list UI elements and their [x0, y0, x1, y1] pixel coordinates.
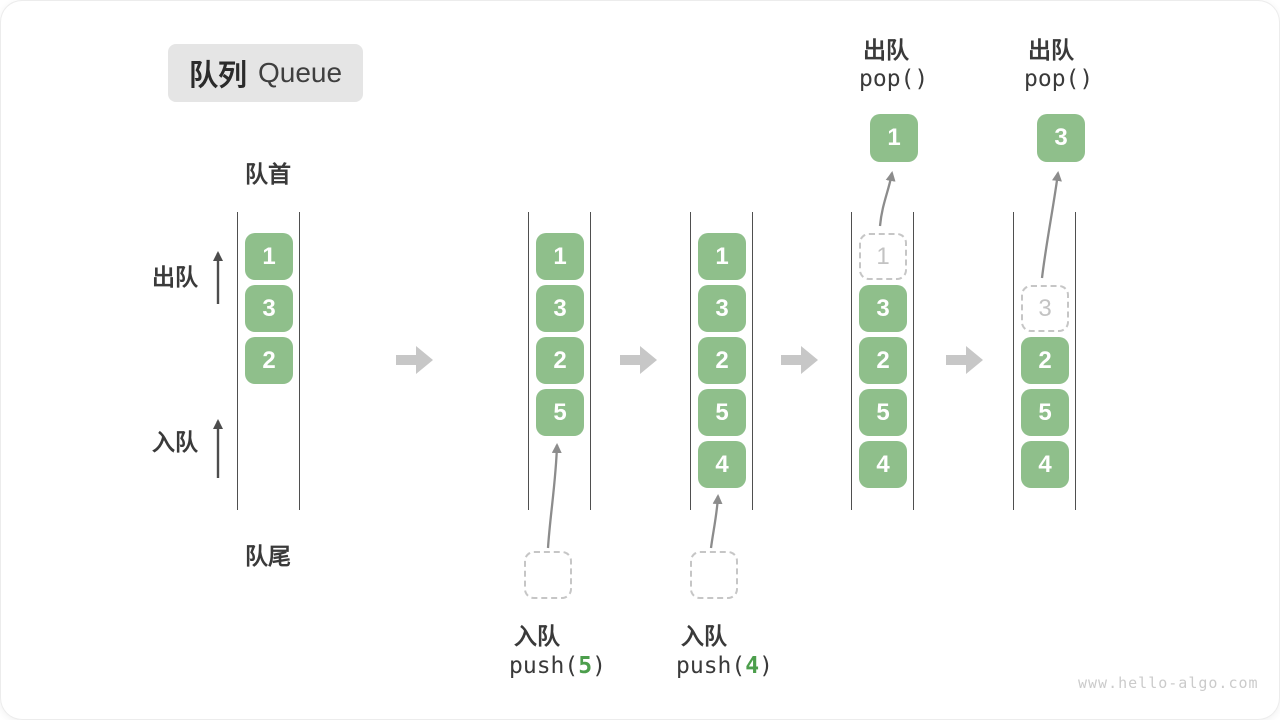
pop-code-label: pop() [1024, 66, 1094, 92]
queue-item: 2 [245, 337, 293, 384]
code-post: ) [759, 653, 773, 679]
queue-state-2: 1 3 2 5 [528, 212, 591, 510]
popped-item: 1 [870, 114, 918, 162]
enqueue-op-label: 入队 [514, 623, 560, 649]
queue-state-4: 1 3 2 5 4 [851, 212, 914, 510]
queue-item: 3 [245, 285, 293, 332]
title-zh: 队列 [188, 60, 247, 92]
queue-item: 4 [698, 441, 746, 488]
queue-item: 5 [698, 389, 746, 436]
incoming-item-ghost: 4 [690, 551, 738, 599]
code-arg: 5 [578, 653, 593, 679]
queue-item: 2 [698, 337, 746, 384]
flow-arrow-icon [620, 346, 657, 374]
code-pre: push( [676, 653, 746, 679]
queue-item-ghost: 3 [1021, 285, 1069, 332]
queue-item: 1 [536, 233, 584, 280]
push-code-label: push(5) [509, 653, 606, 679]
push-arrow-icon [709, 494, 723, 549]
queue-item: 3 [698, 285, 746, 332]
queue-item: 2 [859, 337, 907, 384]
queue-item: 5 [536, 389, 584, 436]
enqueue-direction-arrow-icon [213, 419, 223, 478]
queue-item: 3 [536, 285, 584, 332]
queue-item: 3 [859, 285, 907, 332]
queue-state-1: 1 3 2 [237, 212, 300, 510]
watermark: www.hello-algo.com [1078, 674, 1259, 692]
code-post: ) [592, 653, 606, 679]
queue-item: 5 [1021, 389, 1069, 436]
code-arg: 4 [745, 653, 760, 679]
flow-arrow-icon [946, 346, 983, 374]
enqueue-op-label: 入队 [681, 623, 727, 649]
queue-item: 1 [245, 233, 293, 280]
queue-front-label: 队首 [245, 161, 291, 187]
flow-arrow-icon [396, 346, 433, 374]
title-en: Queue [257, 57, 343, 88]
code-pre: push( [509, 653, 579, 679]
pop-code-label: pop() [859, 66, 929, 92]
dequeue-op-label: 出队 [863, 37, 909, 63]
queue-item: 4 [859, 441, 907, 488]
dequeue-direction-arrow-icon [213, 251, 223, 304]
incoming-item-ghost: 5 [524, 551, 572, 599]
dequeue-side-label: 出队 [152, 264, 198, 290]
queue-state-3: 1 3 2 5 4 [690, 212, 753, 510]
queue-item: 5 [859, 389, 907, 436]
popped-item: 3 [1037, 114, 1085, 162]
queue-item: 4 [1021, 441, 1069, 488]
queue-state-5: 3 2 5 4 [1013, 212, 1076, 510]
queue-item: 2 [536, 337, 584, 384]
pop-arrow-icon [878, 171, 896, 227]
dequeue-op-label: 出队 [1028, 37, 1074, 63]
enqueue-side-label: 入队 [152, 429, 198, 455]
queue-item: 2 [1021, 337, 1069, 384]
queue-rear-label: 队尾 [245, 543, 291, 569]
flow-arrow-icon [781, 346, 818, 374]
title-box: 队列 Queue [168, 44, 363, 102]
queue-item-ghost: 1 [859, 233, 907, 280]
pop-arrow-icon [1040, 171, 1062, 279]
push-code-label: push(4) [676, 653, 773, 679]
push-arrow-icon [546, 443, 562, 549]
queue-item: 1 [698, 233, 746, 280]
